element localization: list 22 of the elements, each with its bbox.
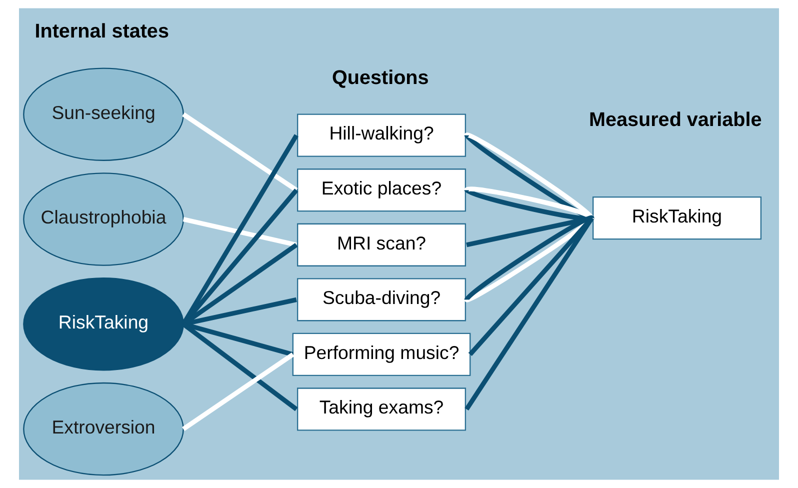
node-ellipse: Sun-seeking: [23, 68, 184, 161]
connector: [468, 216, 594, 356]
label: Internal states: [34, 20, 169, 43]
node-box: Exotic places?: [297, 168, 466, 212]
node-box: MRI scan?: [297, 223, 466, 266]
label: Questions: [332, 67, 429, 90]
connector: [182, 216, 297, 248]
node-ellipse: Extroversion: [23, 382, 184, 476]
node-box: Taking exams?: [297, 388, 466, 431]
connector: [182, 188, 298, 326]
label: Measured variable: [589, 109, 762, 132]
connector: [464, 216, 594, 411]
connector: [182, 322, 298, 412]
connector: [182, 112, 298, 192]
connector: [181, 134, 298, 326]
node-ellipse: RiskTaking: [23, 278, 184, 371]
node-box: Hill-walking?: [297, 114, 466, 157]
node-box: Scuba-diving?: [297, 278, 466, 322]
connector: [182, 352, 294, 431]
node-box: RiskTaking: [592, 196, 762, 240]
node-box: Performing music?: [292, 332, 471, 376]
node-ellipse: Claustrophobia: [23, 172, 184, 266]
